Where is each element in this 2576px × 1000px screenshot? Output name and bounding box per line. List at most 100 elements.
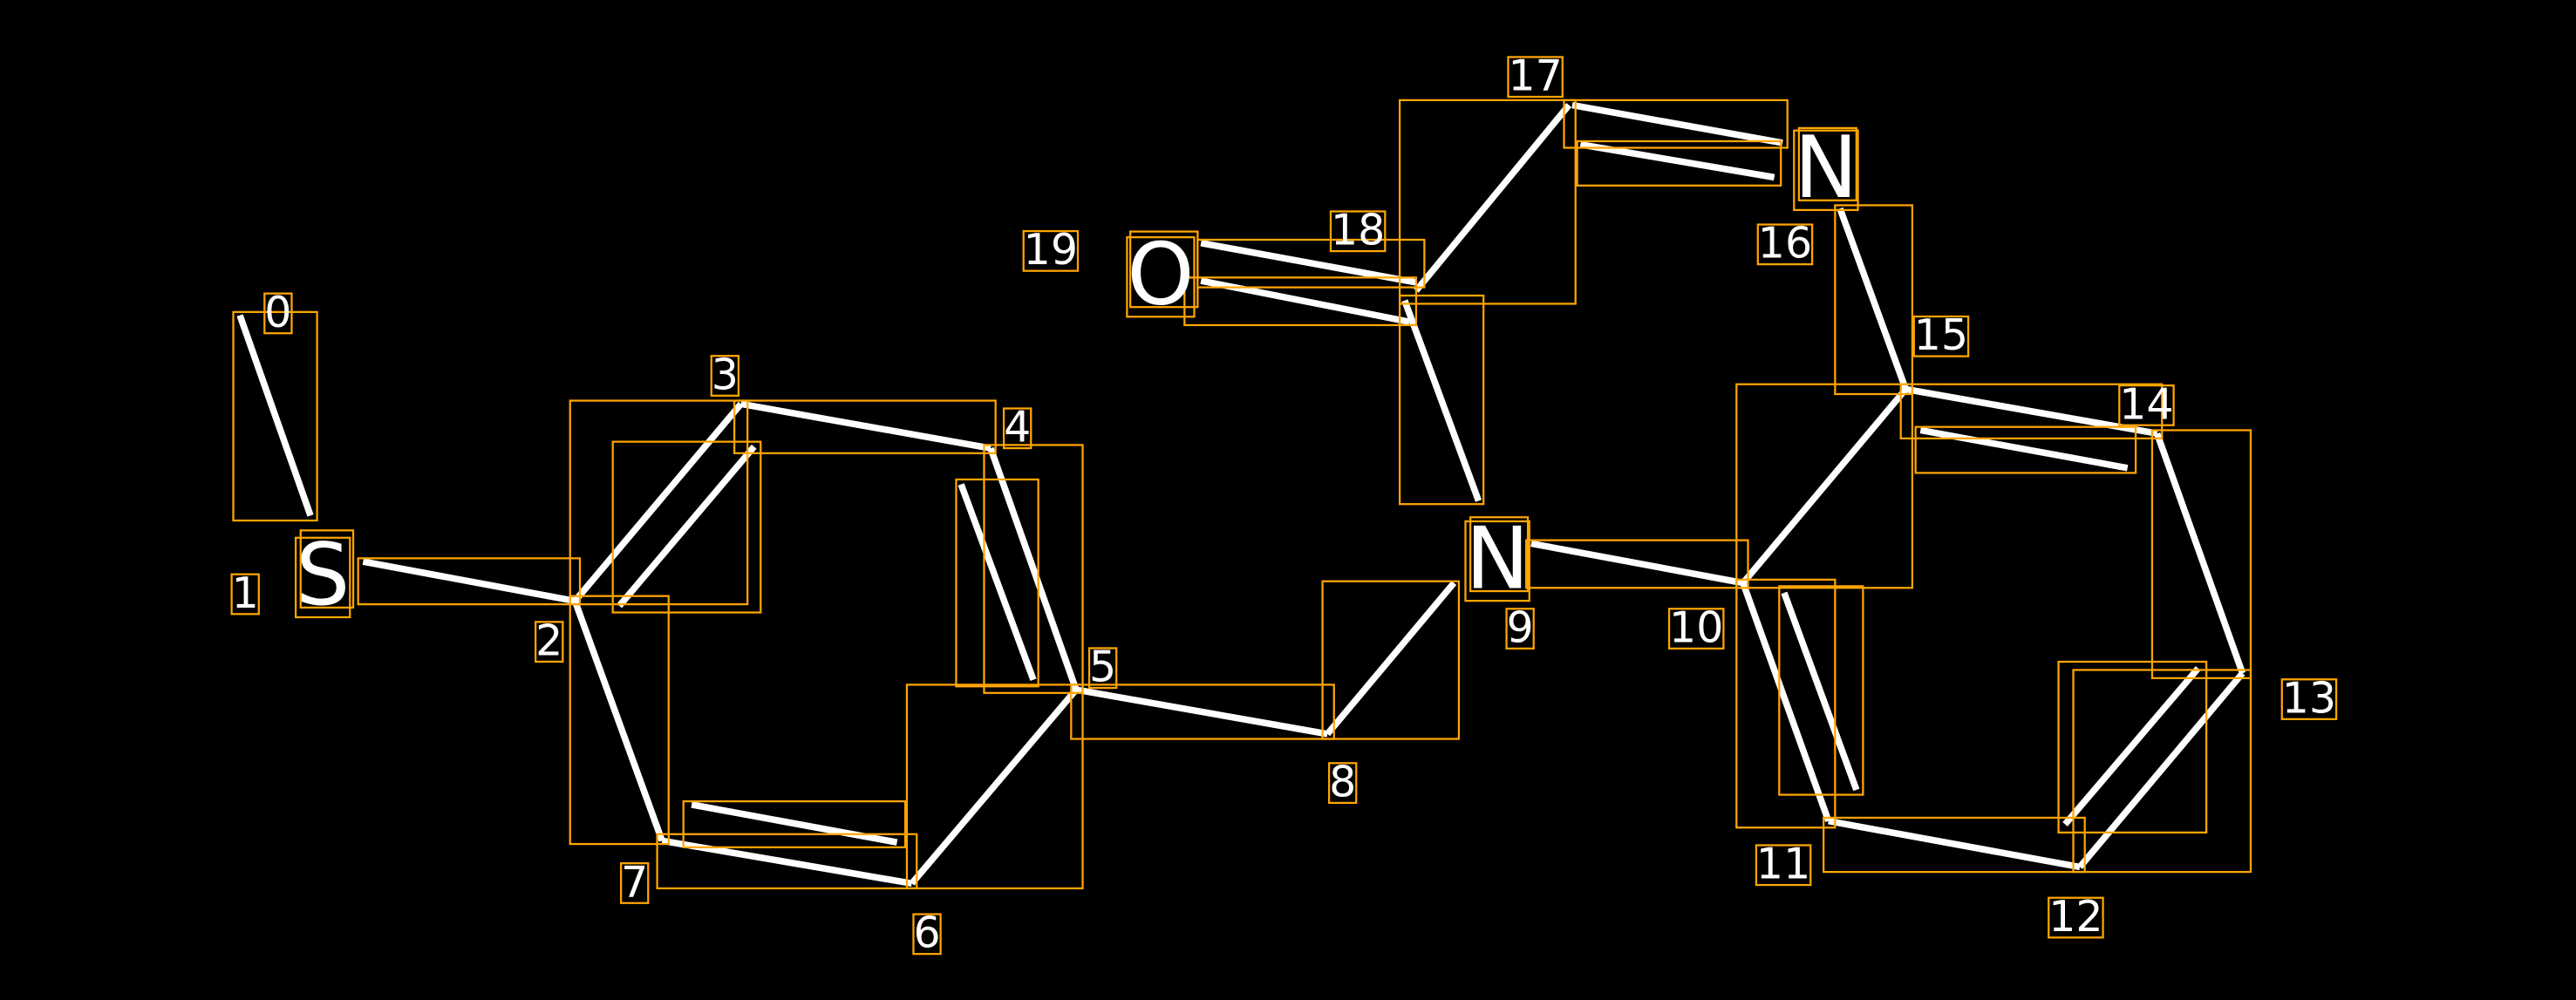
bond-line (1200, 240, 1417, 286)
bounding-boxes (230, 56, 2338, 956)
label-bounding-box (1912, 315, 1970, 357)
label-bounding-box (230, 573, 260, 616)
bond-line (957, 483, 1037, 682)
label-bounding-box (710, 355, 740, 397)
bonds (236, 101, 2246, 887)
bounding-box (2057, 660, 2208, 834)
label-bounding-box (1022, 229, 1080, 272)
index-label: 17 (1508, 51, 1562, 101)
bounding-box (2072, 669, 2252, 874)
bounding-box (1398, 99, 1577, 305)
label-bounding-box (263, 292, 293, 335)
bounding-box (682, 799, 907, 848)
bond-line (1530, 540, 1744, 587)
index-label: 14 (2119, 379, 2173, 429)
bond-line (571, 600, 665, 842)
label-bounding-box (1327, 762, 1358, 805)
bond-line (617, 444, 757, 609)
label-bounding-box (1755, 844, 1812, 887)
index-label: 16 (1758, 219, 1812, 269)
bounding-box (1196, 238, 1426, 289)
index-label: 8 (1329, 757, 1356, 806)
bounding-box (569, 399, 749, 606)
bounding-box (232, 310, 318, 522)
index-label: 18 (1331, 206, 1385, 255)
bond-line (1414, 103, 1572, 293)
bond-line (1325, 581, 1457, 737)
bounding-box (955, 478, 1039, 688)
atom-label-sulfur: S (296, 526, 350, 625)
label-bounding-box (1464, 520, 1530, 602)
label-bounding-box (1667, 608, 1725, 650)
index-label: 3 (712, 350, 739, 399)
bond-line (236, 314, 314, 517)
bounding-box (1469, 516, 1530, 593)
index-label: 11 (1756, 840, 1810, 889)
index-label: 5 (1089, 643, 1116, 692)
label-bounding-box (294, 536, 351, 619)
label-bounding-box (1505, 608, 1535, 650)
index-label: 9 (1507, 602, 1534, 652)
bounding-box (1525, 539, 1749, 589)
bounding-box (1797, 126, 1857, 201)
bounding-box (733, 399, 997, 454)
bond-line (1781, 591, 1860, 792)
bounding-box (983, 444, 1084, 694)
bounding-box (1183, 276, 1418, 327)
index-label: 13 (2282, 673, 2336, 723)
bond-line (1075, 686, 1328, 738)
bounding-box (1914, 425, 2137, 474)
bounding-box (1070, 684, 1335, 740)
bond-line (739, 400, 992, 452)
index-label: 19 (1024, 225, 1078, 275)
label-bounding-box (2280, 678, 2338, 720)
bounding-box (905, 684, 1084, 890)
bond-line (2062, 666, 2201, 827)
index-label: 4 (1004, 403, 1031, 452)
bond-line (1837, 207, 1909, 391)
bounding-box (1823, 816, 2086, 874)
bounding-box (1834, 204, 1914, 396)
atom-label-nitrogen-16: N (1794, 119, 1857, 218)
bond-line (691, 801, 898, 846)
bounding-box (1778, 585, 1864, 796)
index-label: 15 (1914, 310, 1968, 360)
index-label: 7 (621, 857, 648, 907)
bounding-box (1321, 580, 1461, 740)
bond-line (1828, 818, 2081, 871)
label-bounding-box (1793, 129, 1859, 212)
bond-line (1571, 101, 1783, 146)
bounding-box (1398, 294, 1485, 506)
bond-line (1740, 386, 1909, 586)
label-bounding-box (535, 621, 564, 663)
label-bounding-box (1507, 56, 1564, 99)
label-bounding-box (1329, 210, 1387, 253)
index-label: 10 (1669, 602, 1723, 652)
bond-line (362, 558, 576, 605)
label-bounding-box (1126, 235, 1196, 318)
bounding-box (1576, 139, 1782, 187)
bond-line (2154, 432, 2246, 675)
atom-label-nitrogen-9: N (1465, 509, 1529, 609)
bond-line (1401, 299, 1482, 502)
bond-line (2077, 670, 2245, 869)
index-label: 12 (2048, 892, 2102, 942)
label-bounding-box (619, 862, 650, 904)
bond-line (1740, 582, 1832, 822)
bounding-box (569, 595, 670, 846)
bond-line (987, 446, 1080, 691)
bounding-box (357, 557, 582, 606)
bond-line (1919, 426, 2129, 472)
bounding-box (1563, 99, 1789, 149)
bounding-box (1735, 383, 1914, 589)
bond-line (909, 687, 1079, 886)
bounding-box (656, 833, 918, 890)
bounding-box (2150, 429, 2252, 679)
bond-line (1579, 141, 1775, 181)
index-labels: 0 1 2 3 4 5 6 7 8 9 10 11 12 13 14 15 16… (232, 51, 2336, 958)
index-label: 0 (264, 288, 291, 337)
label-bounding-box (2048, 896, 2104, 939)
label-bounding-box (1002, 407, 1032, 450)
label-bounding-box (1087, 647, 1118, 690)
